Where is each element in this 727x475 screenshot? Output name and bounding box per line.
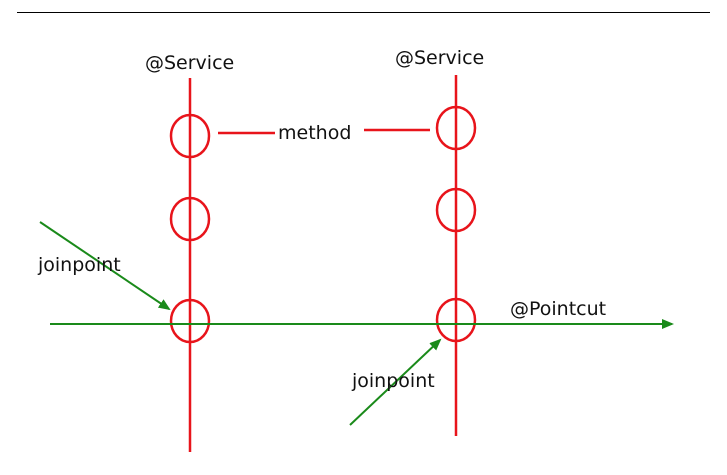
joinpoint-left-label: joinpoint xyxy=(37,254,121,276)
joinpoint-right-arrow xyxy=(349,338,442,426)
top-divider xyxy=(17,12,710,13)
method-circle-left-3 xyxy=(169,298,211,344)
pointcut-label: @Pointcut xyxy=(510,298,606,320)
service-right-label: @Service xyxy=(395,47,484,69)
method-circle-right-3 xyxy=(435,297,477,343)
method-circle-right-2 xyxy=(435,187,477,233)
joinpoint-left-arrow xyxy=(39,221,171,311)
method-circle-right-1 xyxy=(435,105,477,151)
joinpoint-right-label: joinpoint xyxy=(351,370,435,392)
service-left-label: @Service xyxy=(145,52,234,74)
method-label: method xyxy=(278,122,351,144)
method-circle-left-2 xyxy=(169,196,211,242)
method-circle-left-1 xyxy=(169,113,211,159)
